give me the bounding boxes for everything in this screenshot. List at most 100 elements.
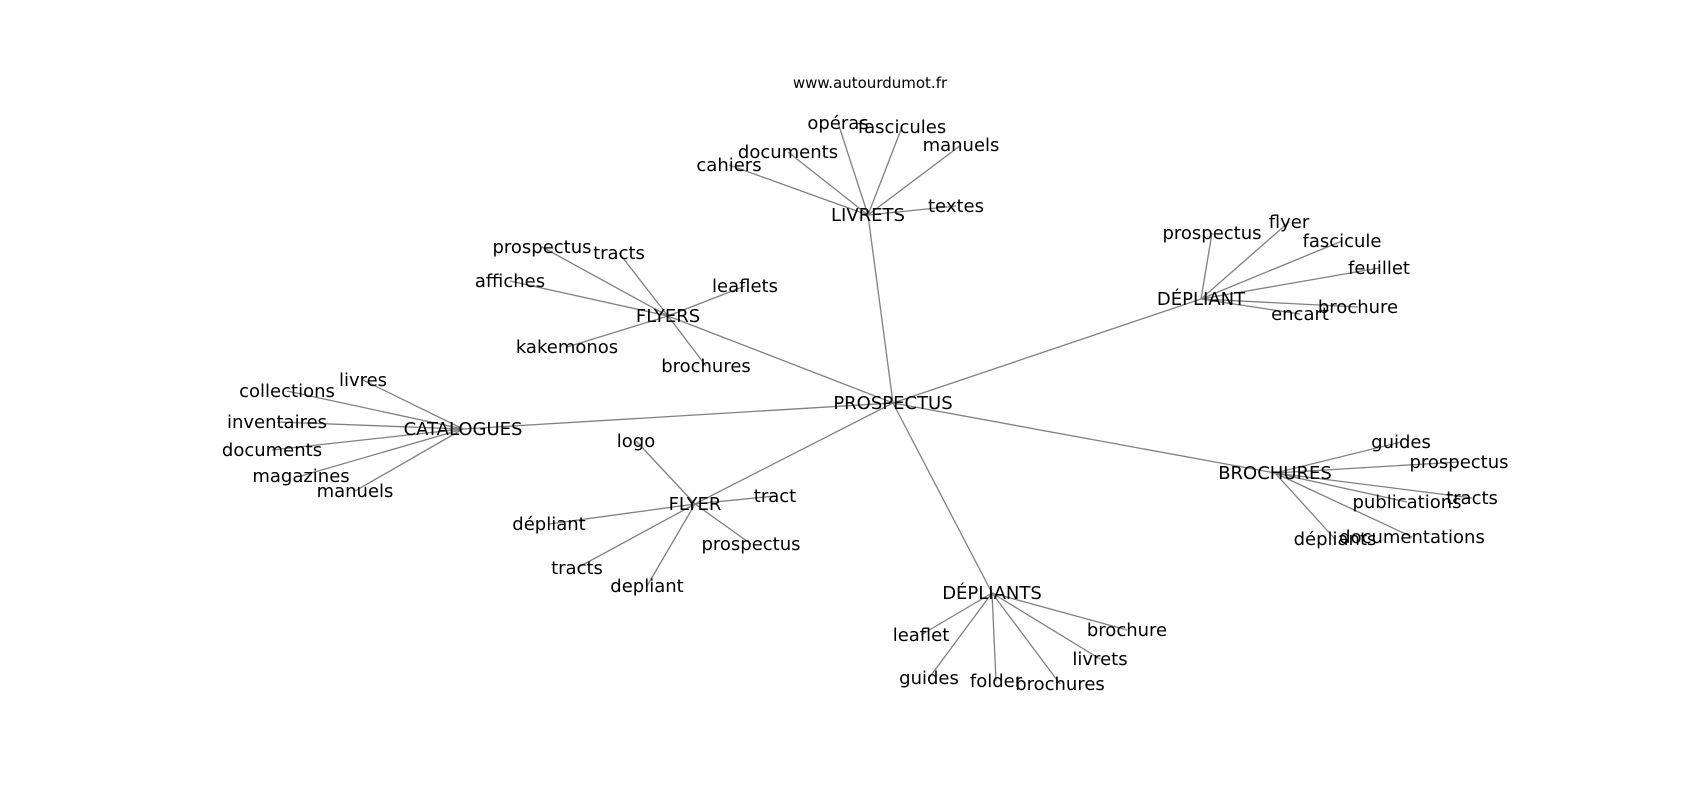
edge-hub-leaf bbox=[867, 205, 957, 216]
leaf-node-label[interactable]: prospectus bbox=[492, 237, 591, 258]
edge-root-hub bbox=[892, 298, 1202, 404]
edge-hub-leaf bbox=[271, 428, 464, 451]
leaf-node-label[interactable]: prospectus bbox=[1162, 223, 1261, 244]
leaf-node-label[interactable]: brochure bbox=[1087, 620, 1167, 641]
edge-root-hub bbox=[694, 402, 894, 505]
leaf-node-label[interactable]: publications bbox=[1352, 492, 1461, 513]
labels: www.autourdumot.fr PROSPECTUS LIVRETS opér… bbox=[222, 74, 1509, 695]
leaf-node-label[interactable]: documentations bbox=[1339, 527, 1485, 548]
edge-hub-leaf bbox=[566, 315, 669, 348]
leaf-node-label[interactable]: flyer bbox=[1269, 212, 1310, 233]
leaf-node-label[interactable]: brochures bbox=[661, 356, 751, 377]
leaf-node-label[interactable]: logo bbox=[617, 431, 655, 452]
site-label[interactable]: www.autourdumot.fr bbox=[793, 74, 948, 92]
leaf-node-label[interactable]: brochures bbox=[1015, 674, 1105, 695]
leaf-node-label[interactable]: documents bbox=[222, 440, 322, 461]
root-node-label[interactable]: PROSPECTUS bbox=[833, 393, 952, 414]
leaf-node-label[interactable]: manuels bbox=[317, 481, 394, 502]
edge-hub-leaf bbox=[354, 428, 464, 492]
edge-hub-leaf bbox=[1274, 472, 1413, 538]
leaf-node-label[interactable]: tracts bbox=[551, 558, 603, 579]
edge-hub-leaf bbox=[928, 592, 993, 679]
edge-hub-leaf bbox=[728, 164, 869, 216]
edge-hub-leaf bbox=[1200, 298, 1301, 315]
edge-hub-leaf bbox=[541, 246, 669, 317]
edge-hub-leaf bbox=[576, 503, 696, 569]
leaf-node-label[interactable]: magazines bbox=[252, 466, 349, 487]
edge-hub-leaf bbox=[787, 151, 869, 216]
hub-node-label[interactable]: FLYER bbox=[669, 494, 722, 515]
edge-hub-leaf bbox=[1274, 441, 1402, 474]
leaf-node-label[interactable]: dépliant bbox=[512, 514, 585, 535]
edge-hub-leaf bbox=[920, 592, 993, 636]
edge-hub-leaf bbox=[991, 592, 997, 682]
edge-hub-leaf bbox=[1200, 232, 1213, 300]
edge-root-hub bbox=[867, 214, 894, 404]
edge-root-hub bbox=[892, 402, 993, 594]
leaf-node-label[interactable]: documents bbox=[738, 142, 838, 163]
leaf-node-label[interactable]: depliant bbox=[610, 576, 683, 597]
leaf-node-label[interactable]: guides bbox=[1371, 432, 1431, 453]
edge-hub-leaf bbox=[1274, 472, 1408, 503]
edge-hub-leaf bbox=[694, 503, 752, 545]
leaf-node-label[interactable]: collections bbox=[239, 381, 335, 402]
leaf-node-label[interactable]: prospectus bbox=[1409, 452, 1508, 473]
edge-hub-leaf bbox=[667, 285, 746, 317]
edges bbox=[271, 122, 1473, 685]
leaf-node-label[interactable]: tracts bbox=[593, 243, 645, 264]
leaf-node-label[interactable]: livrets bbox=[1072, 649, 1127, 670]
leaf-node-label[interactable]: feuillet bbox=[1348, 258, 1410, 279]
leaf-node-label[interactable]: brochure bbox=[1318, 297, 1398, 318]
leaf-node-label[interactable]: fascicule bbox=[1302, 231, 1381, 252]
edge-hub-leaf bbox=[300, 428, 464, 477]
edge-hub-leaf bbox=[991, 592, 1101, 660]
leaf-node-label[interactable]: dépliants bbox=[1294, 529, 1377, 550]
edge-hub-leaf bbox=[1274, 472, 1473, 499]
leaf-node-label[interactable]: leaflets bbox=[712, 276, 778, 297]
edge-hub-leaf bbox=[548, 503, 696, 525]
edge-hub-leaf bbox=[1200, 267, 1380, 300]
leaf-node-label[interactable]: leaflet bbox=[893, 625, 950, 646]
leaf-node-label[interactable]: opéras bbox=[807, 113, 868, 134]
edge-root-hub bbox=[892, 402, 1276, 474]
hub-node-label[interactable]: LIVRETS bbox=[831, 205, 905, 226]
leaf-node-label[interactable]: tracts bbox=[1446, 488, 1498, 509]
edge-hub-leaf bbox=[509, 280, 669, 317]
edge-hub-leaf bbox=[837, 122, 869, 216]
edge-hub-leaf bbox=[1200, 240, 1343, 300]
leaf-node-label[interactable]: encart bbox=[1271, 304, 1329, 325]
leaf-node-label[interactable]: guides bbox=[899, 668, 959, 689]
edge-hub-leaf bbox=[1200, 221, 1290, 300]
edge-hub-leaf bbox=[991, 592, 1128, 631]
leaf-node-label[interactable]: manuels bbox=[923, 135, 1000, 156]
edge-hub-leaf bbox=[1274, 461, 1460, 474]
hub-node-label[interactable]: DÉPLIANT bbox=[1157, 288, 1246, 310]
leaf-node-label[interactable]: folder bbox=[970, 671, 1023, 692]
leaf-node-label[interactable]: cahiers bbox=[696, 155, 761, 176]
leaf-node-label[interactable]: prospectus bbox=[701, 534, 800, 555]
leaf-node-label[interactable]: affiches bbox=[475, 271, 545, 292]
edge-hub-leaf bbox=[867, 126, 903, 216]
leaf-node-label[interactable]: inventaires bbox=[227, 412, 327, 433]
edge-hub-leaf bbox=[646, 503, 696, 587]
hub-node-label[interactable]: CATALOGUES bbox=[404, 419, 523, 440]
edge-hub-leaf bbox=[694, 495, 776, 505]
hub-node-label[interactable]: BROCHURES bbox=[1218, 463, 1332, 484]
edge-hub-leaf bbox=[1200, 298, 1359, 308]
leaf-node-label[interactable]: textes bbox=[928, 196, 984, 217]
edge-hub-leaf bbox=[362, 379, 464, 430]
edge-hub-leaf bbox=[276, 421, 464, 430]
edge-root-hub bbox=[667, 315, 894, 404]
leaf-node-label[interactable]: livres bbox=[339, 370, 387, 391]
edge-root-hub bbox=[462, 402, 894, 430]
edge-hub-leaf bbox=[667, 315, 707, 367]
leaf-node-label[interactable]: fascicules bbox=[858, 117, 946, 138]
edge-hub-leaf bbox=[991, 592, 1061, 685]
hub-node-label[interactable]: DÉPLIANTS bbox=[942, 582, 1042, 604]
edge-hub-leaf bbox=[1274, 472, 1336, 540]
leaf-node-label[interactable]: kakemonos bbox=[516, 337, 618, 358]
edge-hub-leaf bbox=[286, 390, 464, 430]
hub-node-label[interactable]: FLYERS bbox=[636, 306, 700, 327]
leaf-node-label[interactable]: tract bbox=[754, 486, 796, 507]
